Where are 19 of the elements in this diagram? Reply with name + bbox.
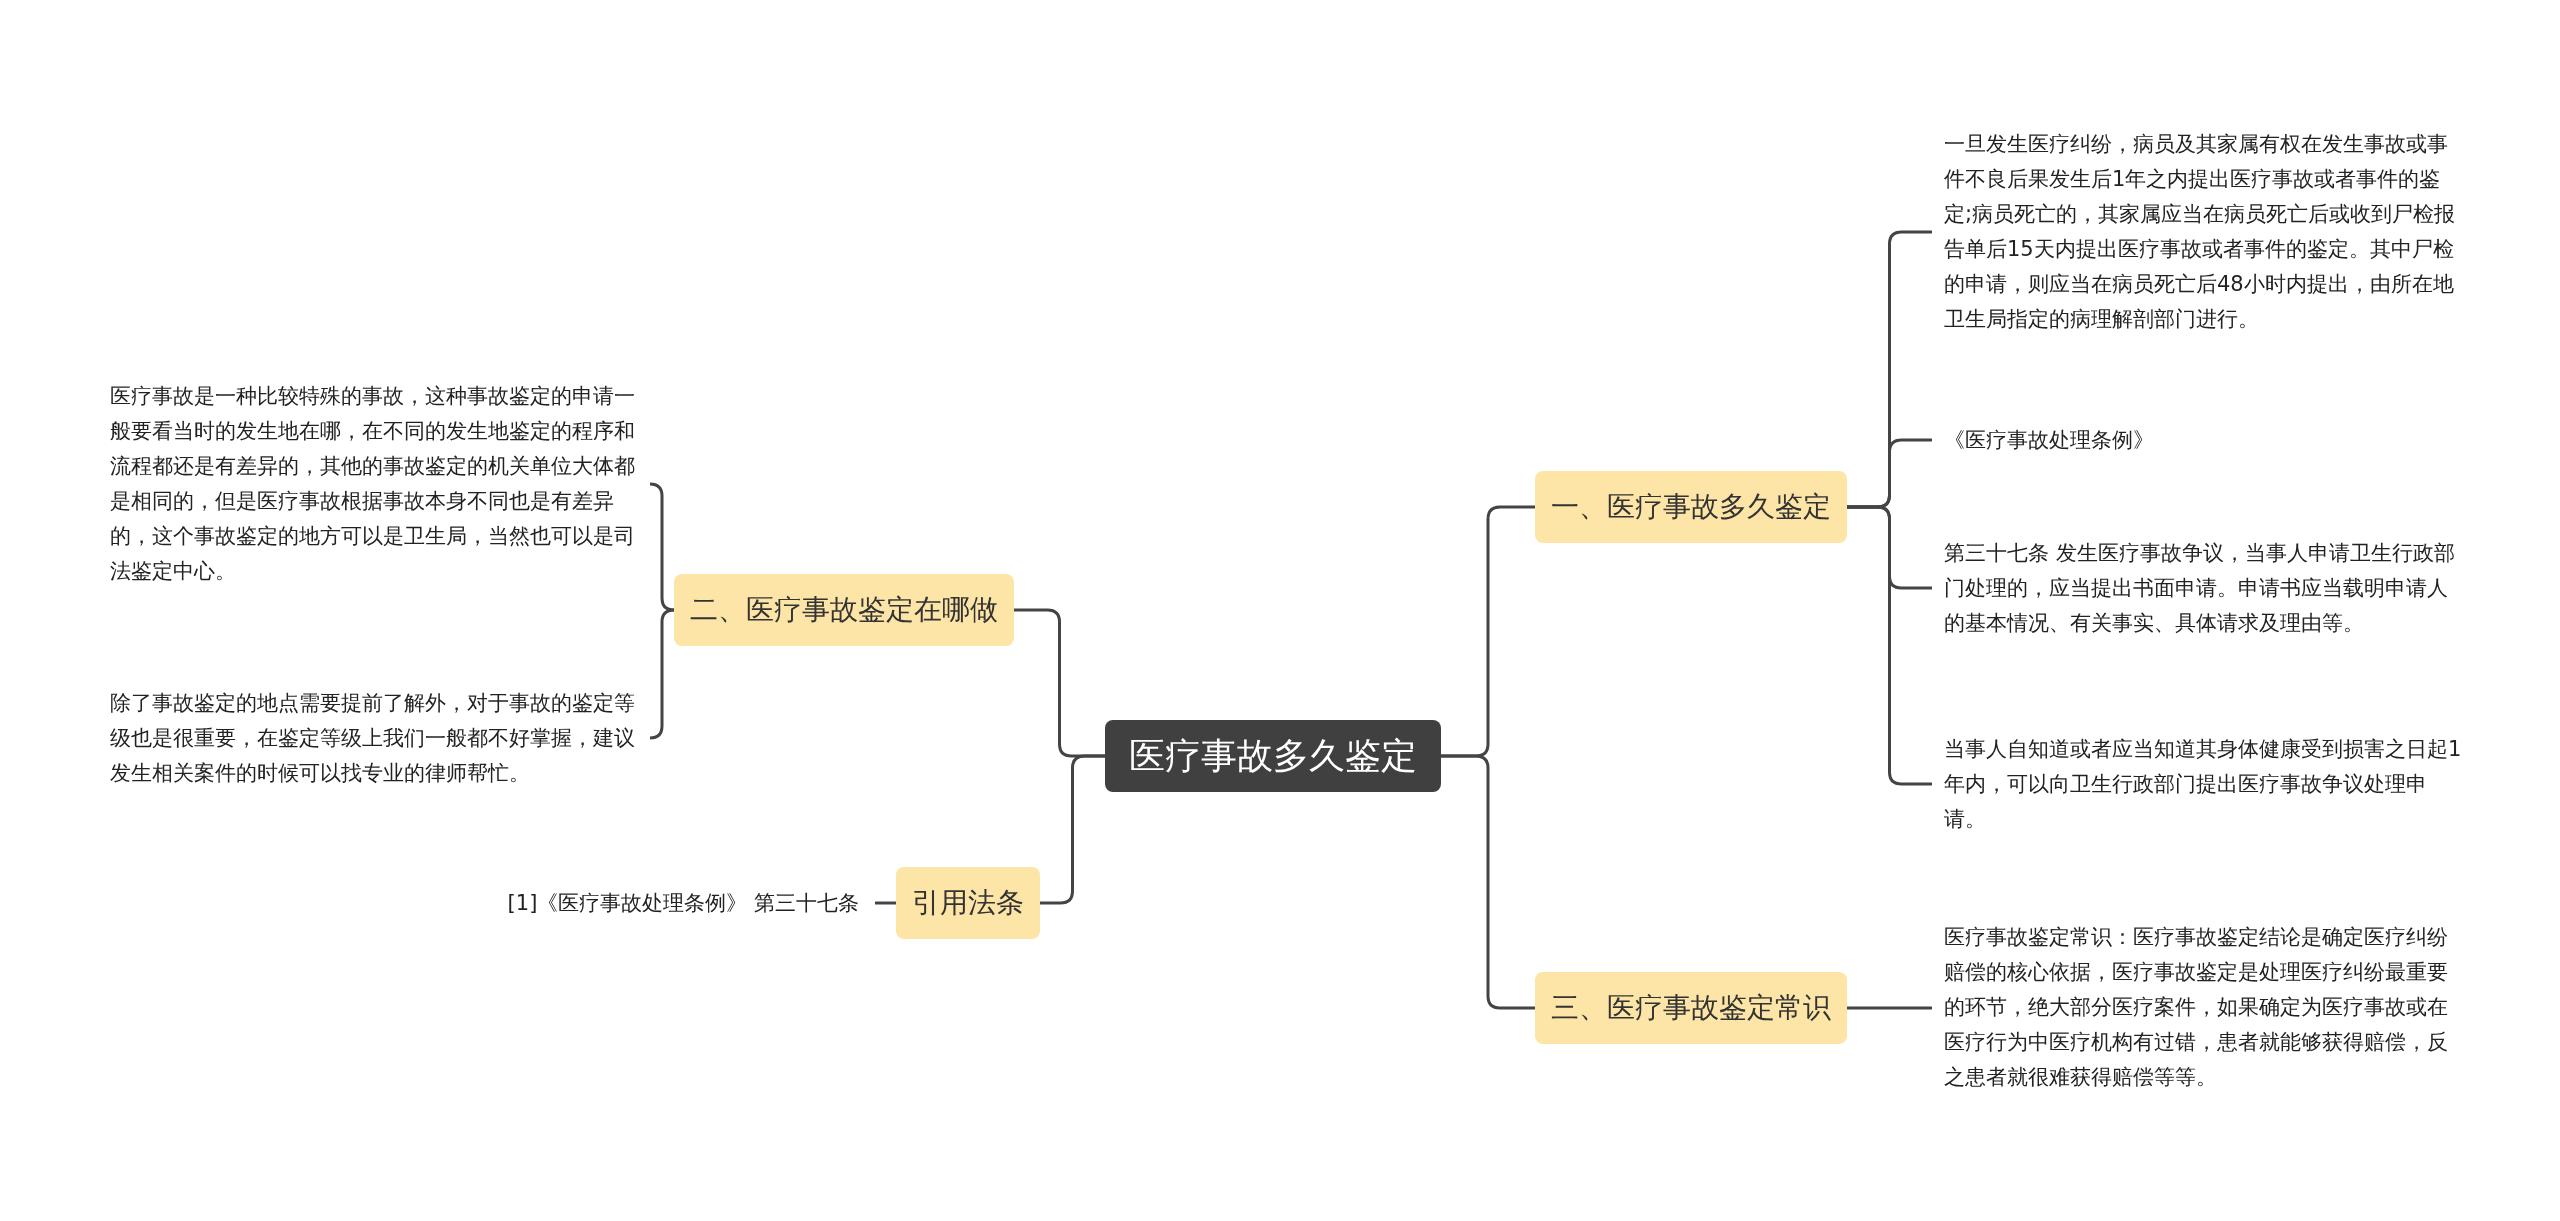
- branch-topic: 三、医疗事故鉴定常识: [1535, 972, 1847, 1044]
- note-text: 除了事故鉴定的地点需要提前了解外，对于事故的鉴定等级也是很重要，在鉴定等级上我们一般都不好掌握，建议发生相关案件的时候可以找专业的律师帮忙。: [110, 685, 650, 791]
- note-text: 一旦发生医疗纠纷，病员及其家属有权在发生事故或事件不良后果发生后1年之内提出医疗事故或者事件的鉴定;病员死亡的，其家属应当在病员死亡后或收到尸检报告单后15天内提出医疗事故或者事件的鉴定。其中尸检的申请，则应当在病员死亡后48小时内提出，由所在地卫生局指定的病理解剖部门进行。: [1932, 127, 2462, 337]
- connector-line: [648, 482, 676, 612]
- note-text: 当事人自知道或者应当知道其身体健康受到损害之日起1年内，可以向卫生行政部门提出医疗事故争议处理申请。: [1932, 731, 2462, 837]
- branch-topic: 一、医疗事故多久鉴定: [1535, 471, 1847, 543]
- note-text: 《医疗事故处理条例》: [1932, 422, 2462, 458]
- branch-topic: 引用法条: [896, 867, 1040, 939]
- note-text: 医疗事故是一种比较特殊的事故，这种事故鉴定的申请一般要看当时的发生地在哪，在不同的发生地鉴定的程序和流程都还是有差异的，其他的事故鉴定的机关单位大体都是相同的，但是医疗事故根据事故本身不同也是有差异的，这个事故鉴定的地方可以是卫生局，当然也可以是司法鉴定中心。: [110, 379, 650, 589]
- connector-line: [1847, 505, 1932, 786]
- note-text: 医疗事故鉴定常识：医疗事故鉴定结论是确定医疗纠纷赔偿的核心依据，医疗事故鉴定是处理医疗纠纷最重要的环节，绝大部分医疗案件，如果确定为医疗事故或在医疗行为中医疗机构有过错，患者就能够获得赔偿，反之患者就很难获得赔偿等等。: [1932, 919, 2462, 1095]
- connector-line: [875, 901, 896, 905]
- reference-text: [1]《医疗事故处理条例》 第三十七条: [380, 885, 875, 921]
- branch-topic: 二、医疗事故鉴定在哪做: [674, 574, 1014, 646]
- central-topic: 医疗事故多久鉴定: [1105, 720, 1441, 792]
- connector-line: [1441, 754, 1535, 1010]
- note-text: 第三十七条 发生医疗事故争议，当事人申请卫生行政部门处理的，应当提出书面申请。申请书应当载明申请人的基本情况、有关事实、具体请求及理由等。: [1932, 535, 2462, 641]
- connector-line: [648, 608, 676, 740]
- connector-line: [1847, 1006, 1932, 1010]
